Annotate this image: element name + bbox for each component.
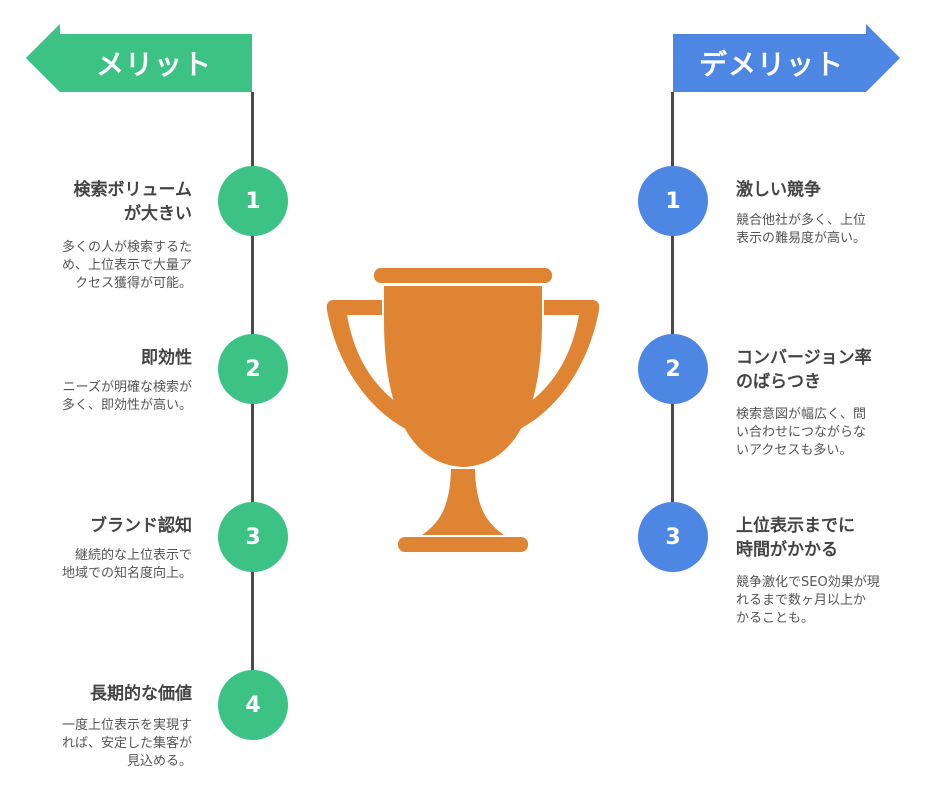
merit-step-2-badge: 2 bbox=[218, 334, 288, 404]
merit-4-desc: 一度上位表示を実現す れば、安定した集客が 見込める。 bbox=[61, 718, 192, 769]
right-arrow-icon bbox=[673, 24, 900, 92]
merit-2-title: 即効性 bbox=[141, 348, 192, 368]
merit-1-desc: 多くの人が検索するた め、上位表示で大量ア クセス獲得が可能。 bbox=[61, 240, 192, 291]
demerit-label: デメリット bbox=[698, 48, 844, 81]
demerit-step-2-badge: 2 bbox=[638, 334, 708, 404]
demerit-banner: デメリット bbox=[673, 24, 900, 92]
demerit-1-title: 激しい競争 bbox=[736, 180, 821, 200]
demerit-step-3-badge: 3 bbox=[638, 502, 708, 572]
demerit-3-desc: 競争激化でSEO効果が現 れるまで数ヶ月以上か かることも。 bbox=[736, 575, 880, 626]
merit-4-title: 長期的な価値 bbox=[90, 684, 192, 704]
demerit-2-title: コンバージョン率 のばらつき bbox=[736, 348, 872, 392]
merit-1-title-line2: が大きい bbox=[124, 204, 192, 224]
merit-label: メリット bbox=[95, 48, 212, 81]
merit-banner: メリット bbox=[26, 24, 252, 92]
merit-1-title-line1: 検索ボリューム bbox=[73, 180, 193, 200]
merit-3-desc: 継続的な上位表示で 地域での知名度向上。 bbox=[61, 548, 192, 581]
merit-step-3-badge: 3 bbox=[218, 502, 288, 572]
demerit-timeline bbox=[671, 92, 674, 522]
demerit-step-1-badge: 1 bbox=[638, 166, 708, 236]
merit-2-desc: ニーズが明確な検索が 多く、即効性が高い。 bbox=[61, 380, 192, 413]
demerit-2-desc: 検索意図が幅広く、問 い合わせにつながらな いアクセスも多い。 bbox=[736, 407, 867, 458]
merit-step-4-badge: 4 bbox=[218, 670, 288, 740]
merit-step-1-badge: 1 bbox=[218, 166, 288, 236]
merit-1-title: 検索ボリューム が大きい bbox=[0, 178, 193, 226]
merit-3-title: ブランド認知 bbox=[90, 516, 192, 536]
demerit-1-desc: 競合他社が多く、上位 表示の難易度が高い。 bbox=[736, 213, 867, 246]
trophy-icon bbox=[326, 268, 600, 552]
left-arrow-icon bbox=[26, 24, 252, 92]
demerit-3-title: 上位表示までに 時間がかかる bbox=[736, 516, 855, 560]
